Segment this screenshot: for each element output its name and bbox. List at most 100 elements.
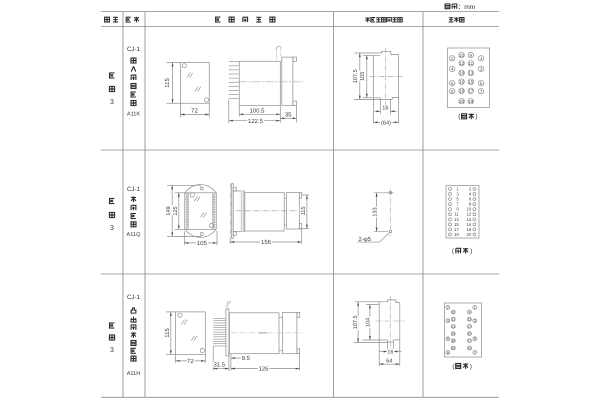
svg-text:100.5: 100.5 (249, 107, 265, 114)
svg-text:CJ-1: CJ-1 (127, 46, 141, 53)
svg-text:20: 20 (459, 99, 465, 104)
svg-text:19: 19 (468, 99, 474, 104)
svg-text:5: 5 (480, 81, 483, 86)
svg-text:115: 115 (301, 206, 307, 215)
svg-text:17: 17 (467, 338, 471, 343)
svg-text:149: 149 (166, 206, 172, 215)
svg-text:15: 15 (467, 331, 471, 336)
svg-text:4: 4 (447, 318, 450, 323)
svg-text:8: 8 (447, 350, 449, 355)
svg-text:3: 3 (110, 99, 114, 106)
svg-text:1: 1 (474, 305, 476, 310)
svg-text:10: 10 (467, 207, 472, 212)
svg-text:9: 9 (468, 309, 470, 314)
svg-text:126: 126 (258, 366, 269, 373)
svg-text:3: 3 (480, 67, 483, 72)
svg-text:2: 2 (469, 186, 472, 191)
svg-text:7: 7 (474, 350, 476, 355)
svg-text:6: 6 (447, 336, 449, 341)
svg-text:): ) (475, 114, 477, 121)
svg-text:14: 14 (467, 217, 472, 222)
svg-text:19: 19 (454, 232, 459, 237)
svg-text:19: 19 (467, 345, 471, 350)
svg-text:12: 12 (459, 61, 465, 66)
svg-text:8: 8 (451, 89, 454, 94)
svg-text:105: 105 (197, 240, 208, 247)
svg-text:9: 9 (470, 53, 473, 58)
svg-text:2: 2 (447, 305, 449, 310)
svg-text:16: 16 (467, 222, 472, 227)
svg-text:12: 12 (451, 317, 455, 322)
svg-text:107.5: 107.5 (353, 315, 359, 329)
svg-text:3: 3 (110, 347, 114, 354)
svg-text:8: 8 (469, 202, 472, 207)
svg-text:): ) (470, 248, 472, 255)
svg-text:15: 15 (468, 79, 474, 84)
svg-text:35: 35 (285, 112, 292, 119)
svg-text:72: 72 (191, 108, 198, 115)
svg-text:18: 18 (467, 227, 472, 232)
svg-text:1: 1 (456, 186, 459, 191)
svg-text:12: 12 (467, 212, 472, 217)
svg-text:64: 64 (386, 358, 392, 364)
svg-text:133: 133 (373, 207, 379, 216)
svg-text:CJ-1: CJ-1 (127, 186, 141, 193)
svg-text:A11Q: A11Q (127, 232, 142, 238)
svg-text:17: 17 (468, 89, 474, 94)
svg-text:16: 16 (382, 105, 388, 111)
svg-text:14: 14 (459, 71, 465, 76)
svg-text:11: 11 (468, 61, 473, 66)
svg-text:5: 5 (474, 336, 476, 341)
svg-text:115: 115 (164, 328, 171, 338)
svg-text:125: 125 (173, 206, 179, 215)
svg-text:105: 105 (360, 72, 366, 81)
svg-text:6: 6 (451, 81, 454, 86)
svg-text:2-φ5: 2-φ5 (359, 236, 372, 243)
svg-text:4: 4 (451, 67, 454, 72)
svg-text:13: 13 (454, 217, 459, 222)
svg-text:1: 1 (480, 56, 483, 61)
svg-text:122.5: 122.5 (248, 118, 264, 125)
svg-text:11: 11 (467, 317, 471, 322)
svg-text:2: 2 (451, 56, 454, 61)
svg-text:9.5: 9.5 (242, 355, 251, 362)
svg-text:31.5: 31.5 (213, 362, 225, 369)
svg-text:9: 9 (456, 207, 459, 212)
svg-text:(: ( (452, 363, 455, 370)
svg-text:3: 3 (110, 225, 114, 232)
svg-text:(: ( (452, 248, 455, 255)
svg-text:(64): (64) (381, 119, 391, 126)
svg-text:107.5: 107.5 (353, 69, 359, 83)
svg-text:3: 3 (456, 191, 459, 196)
svg-text:A11K: A11K (127, 112, 141, 118)
svg-text:104: 104 (365, 318, 371, 327)
svg-text:115: 115 (164, 78, 171, 88)
svg-text:72: 72 (187, 358, 194, 365)
svg-text:4: 4 (469, 191, 472, 196)
svg-text:15: 15 (454, 222, 459, 227)
svg-text:156: 156 (261, 239, 272, 246)
svg-text:3: 3 (474, 318, 476, 323)
svg-text:(: ( (458, 114, 461, 121)
svg-text:10: 10 (451, 309, 456, 314)
svg-text:16: 16 (387, 350, 393, 356)
svg-text:16: 16 (459, 79, 465, 84)
svg-text:6: 6 (469, 197, 472, 202)
svg-text:7: 7 (456, 202, 459, 207)
svg-text:13: 13 (467, 324, 471, 329)
svg-text:18: 18 (451, 338, 455, 343)
svg-text:16: 16 (451, 331, 455, 336)
svg-text:10: 10 (459, 53, 465, 58)
svg-text:：mm: ：mm (458, 4, 476, 11)
svg-text:CJ-1: CJ-1 (127, 294, 141, 301)
svg-text:7: 7 (480, 89, 483, 94)
svg-text:A11H: A11H (127, 371, 141, 377)
svg-text:5: 5 (456, 197, 459, 202)
svg-text:20: 20 (467, 232, 472, 237)
svg-text:): ) (470, 363, 472, 370)
svg-text:11: 11 (454, 212, 459, 217)
svg-text:14: 14 (451, 324, 456, 329)
svg-text:20: 20 (451, 345, 456, 350)
svg-text:17: 17 (454, 227, 459, 232)
svg-text:18: 18 (459, 89, 465, 94)
